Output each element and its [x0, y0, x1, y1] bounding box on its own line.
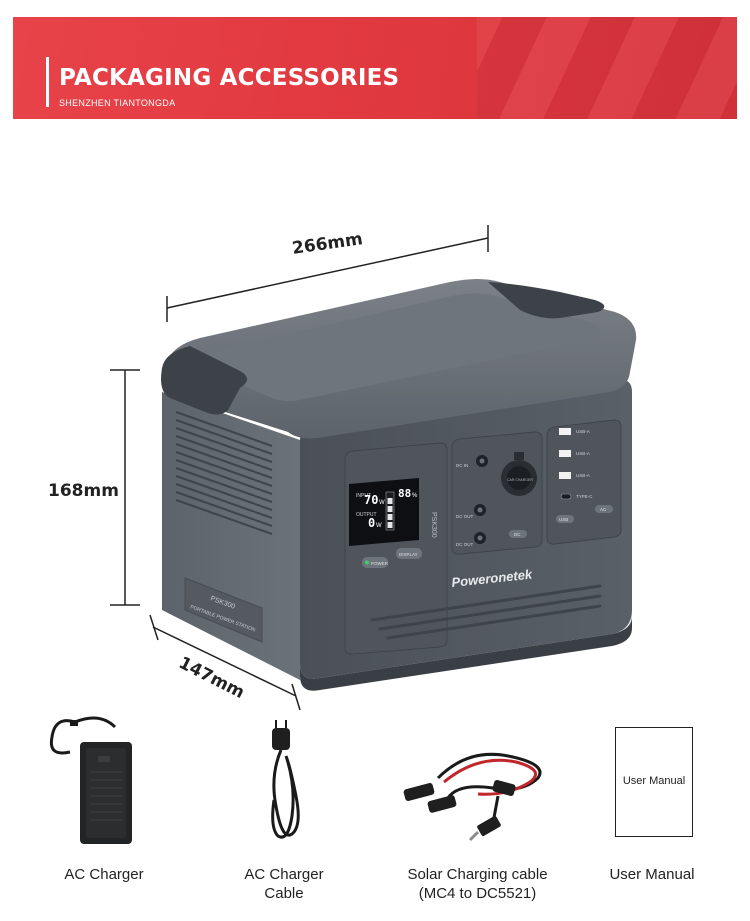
ac-charger-icon: [49, 716, 132, 844]
accessory-label-ac-cable-line1: AC Charger: [244, 866, 324, 883]
lcd-battery-value: 88: [398, 487, 411, 500]
accessory-label-ac-charger: AC Charger: [64, 866, 144, 883]
height-dimension-label: 168mm: [48, 481, 119, 501]
power-button-label: POWER: [371, 561, 389, 566]
lcd-input-label: INPUT: [356, 493, 371, 499]
usb-a-1-label: USB-A: [576, 429, 590, 434]
banner-subtitle: SHENZHEN TIANTONGDA: [59, 98, 176, 108]
dc-out-1-label: DC OUT: [456, 514, 473, 519]
banner-accent-bar: [46, 57, 49, 107]
accessory-label-ac-cable: AC Charger Cable: [224, 865, 344, 903]
usb-a-2-label: USB-A: [576, 451, 590, 456]
solar-cable-icon: [403, 752, 542, 842]
lcd-output-label: OUTPUT: [356, 512, 377, 518]
front-model-label: PSK300: [430, 512, 437, 538]
usb-button-label: USB: [559, 517, 568, 522]
accessory-label-solar-cable: Solar Charging cable (MC4 to DC5521): [390, 865, 565, 903]
dc-out-2-label: DC OUT: [456, 542, 473, 547]
lcd-percent-symbol: %: [412, 493, 418, 499]
accessory-label-user-manual: User Manual: [609, 866, 695, 883]
height-dimension-line: [110, 369, 140, 606]
manual-cover-text: User Manual: [622, 775, 686, 787]
lcd-input-value: 70: [364, 493, 378, 507]
header-banner: PACKAGING ACCESSORIES SHENZHEN TIANTONGD…: [13, 17, 737, 119]
accessory-label-solar-cable-line2: (MC4 to DC5521): [418, 885, 537, 902]
dc-in-label: DC IN: [456, 463, 468, 468]
car-outlet-label: CAR CHARGER: [507, 478, 533, 482]
lcd-output-value: 0: [368, 516, 375, 530]
ac-button-label: AC: [600, 507, 607, 512]
dc-button-label: DC: [514, 532, 521, 537]
depth-dimension-line: [149, 614, 301, 711]
width-dimension-line: [166, 225, 489, 322]
accessory-label-ac-cable-line2: Cable: [264, 885, 304, 902]
display-button-label: DISPLAY: [399, 552, 418, 557]
banner-title: PACKAGING ACCESSORIES: [59, 65, 400, 91]
type-c-label: TYPE-C: [576, 494, 593, 499]
usb-a-3-label: USB-A: [576, 473, 590, 478]
lcd-output-unit: W: [376, 523, 382, 529]
manual-icon: User Manual: [615, 727, 693, 837]
power-cable-icon: [271, 720, 300, 839]
lcd-input-unit: W: [379, 500, 385, 506]
accessory-label-solar-cable-line1: Solar Charging cable: [407, 866, 548, 883]
